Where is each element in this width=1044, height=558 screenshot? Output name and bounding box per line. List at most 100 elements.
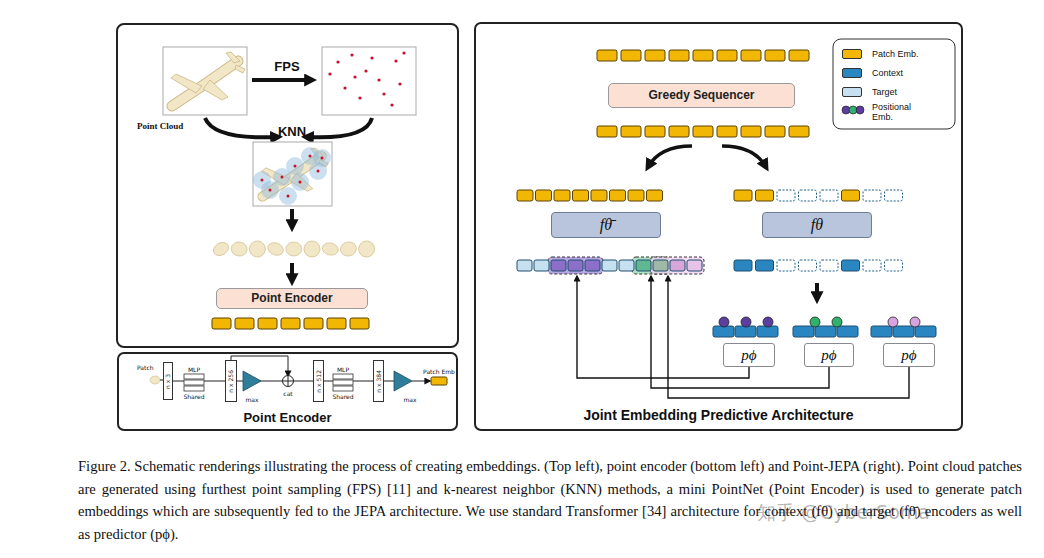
embedding-token <box>568 260 583 271</box>
embedding-token <box>669 126 689 137</box>
point-cloud-image <box>171 52 245 106</box>
embedding-token <box>741 50 761 61</box>
positional-embedding <box>910 317 920 327</box>
wire <box>384 381 394 382</box>
embedding-token <box>636 260 651 271</box>
embedding-token <box>789 50 809 61</box>
embedding-token <box>815 326 836 337</box>
sampled-point <box>358 96 361 99</box>
neighborhood <box>279 187 297 205</box>
patch-image <box>321 241 339 256</box>
image-frame <box>253 142 332 206</box>
node-text: n x 384 <box>376 370 382 393</box>
prediction-arrow <box>668 276 909 398</box>
embedding-token <box>304 318 323 329</box>
embedding-token <box>610 190 626 201</box>
tensor-box: n x 3 <box>163 362 173 400</box>
legend-swatch <box>842 68 862 78</box>
embedding-token <box>621 50 641 61</box>
embedding-token <box>734 190 752 201</box>
embedding-token <box>734 260 752 271</box>
down-arrow <box>290 209 294 227</box>
annotation-label: Shared <box>332 393 353 400</box>
plane-fuselage <box>172 61 238 106</box>
plane-wing <box>226 52 240 63</box>
sampled-point <box>364 69 367 72</box>
embedding-token <box>536 190 552 201</box>
positional-embedding <box>763 317 773 327</box>
predictor-box: pϕ <box>804 343 854 367</box>
positional-embedding <box>719 317 729 327</box>
embedding-token <box>258 318 277 329</box>
patch-image <box>286 242 302 257</box>
embedding-token <box>669 50 689 61</box>
tensor-box: n x 512 <box>313 360 324 402</box>
center-point <box>309 155 312 158</box>
embedding-token <box>597 126 617 137</box>
legend-swatch <box>842 87 862 97</box>
empty-token <box>777 260 795 271</box>
down-arrow <box>815 283 819 299</box>
embedding-token <box>789 126 809 137</box>
target-group <box>548 257 603 274</box>
knn-arrow <box>205 118 278 137</box>
prediction-arrow <box>651 276 829 388</box>
sampled-point <box>370 56 373 59</box>
sampled-point <box>402 51 405 54</box>
embedding-token <box>741 126 761 137</box>
down-arrow <box>290 263 294 281</box>
sampled-point <box>382 92 385 95</box>
embedding-token <box>647 190 663 201</box>
positional-embedding <box>888 317 898 327</box>
legend-text: Patch Emb. <box>872 49 950 59</box>
embedding-token <box>554 190 570 201</box>
shared-mlp-layer <box>184 374 204 379</box>
embedding-token <box>645 50 665 61</box>
annotation-label: Patch <box>137 364 153 371</box>
embedding-token <box>619 260 634 271</box>
legend-swatch <box>842 49 862 59</box>
patch-image <box>339 241 357 258</box>
figure-caption: Figure 2. Schematic renderings illustrat… <box>78 455 1022 545</box>
node-text: n x 256 <box>228 370 234 393</box>
annotation-label: FPS <box>274 59 299 74</box>
max-pool-symbol <box>394 371 412 391</box>
sampled-point <box>336 60 339 63</box>
embedding-token <box>687 260 702 271</box>
node-text: Joint Embedding Predictive Architecture <box>583 408 853 423</box>
empty-token <box>885 190 903 201</box>
encoder-box: fθ̄ <box>551 212 661 238</box>
embedding-token <box>517 260 532 271</box>
concat-symbol <box>283 376 294 387</box>
embedding-token <box>602 260 617 271</box>
empty-token <box>863 260 881 271</box>
embedding-token <box>717 50 737 61</box>
sampled-point <box>353 75 356 78</box>
embedding-token <box>621 126 641 137</box>
center-point <box>299 181 302 184</box>
embedding-token <box>431 377 447 385</box>
sampled-point <box>328 72 331 75</box>
embedding-token <box>645 126 665 137</box>
center-point <box>287 195 290 198</box>
shared-mlp-layer <box>184 380 204 385</box>
positional-embedding <box>741 317 751 327</box>
center-point <box>317 170 320 173</box>
embedding-token <box>837 326 858 337</box>
neighborhood <box>313 149 331 167</box>
legend-sample <box>856 106 864 114</box>
embedding-token <box>235 318 254 329</box>
wire <box>412 381 430 382</box>
process-box: Greedy Sequencer <box>608 83 795 108</box>
embedding-token <box>653 260 668 271</box>
neighborhood <box>253 171 271 189</box>
center-point <box>281 176 284 179</box>
embedding-token <box>670 260 685 271</box>
knn-arrow <box>306 118 372 137</box>
node-text: n x 3 <box>165 374 171 389</box>
empty-token <box>777 190 795 201</box>
